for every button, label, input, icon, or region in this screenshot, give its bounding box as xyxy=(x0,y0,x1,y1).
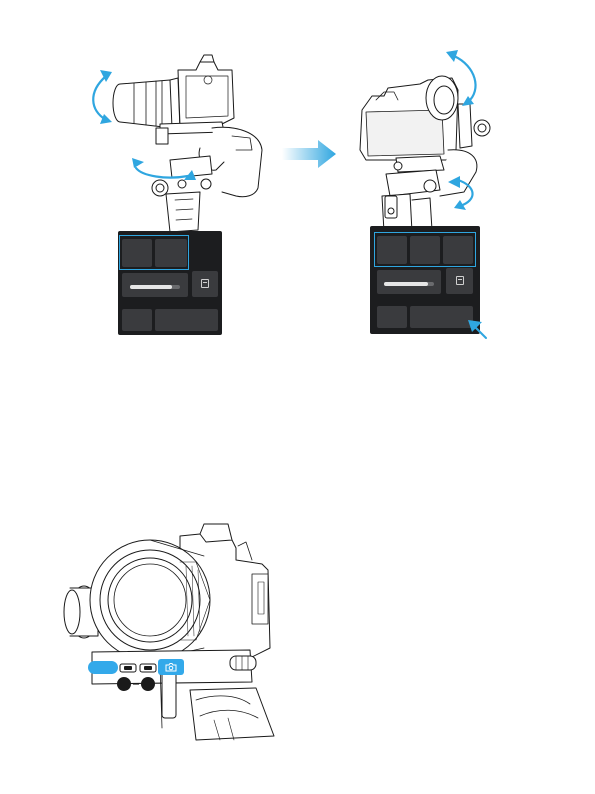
function-button[interactable] xyxy=(88,661,118,674)
indicator-dot-2 xyxy=(141,677,155,691)
camera-button[interactable] xyxy=(158,659,184,675)
indicator-dot-1 xyxy=(117,677,131,691)
camera-icon xyxy=(165,662,177,672)
